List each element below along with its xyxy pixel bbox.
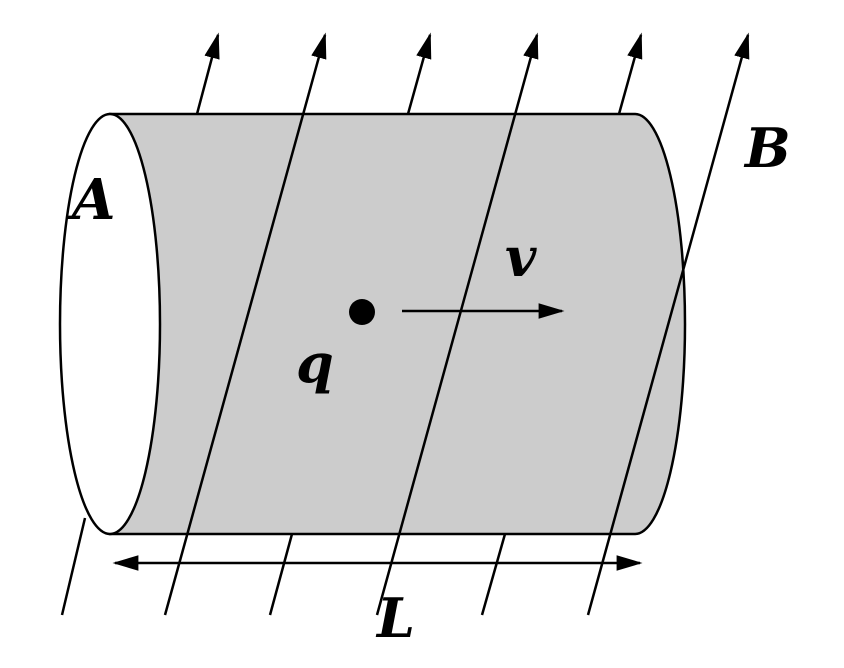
field-line-segment — [195, 32, 220, 115]
field-line-segment — [268, 533, 294, 616]
charge-label: q — [296, 331, 334, 395]
field-lines-through — [163, 32, 750, 616]
cylinder-end-cap — [58, 112, 162, 536]
area-label: A — [67, 167, 115, 233]
charge-dot — [349, 299, 375, 325]
velocity-label: v — [505, 225, 537, 289]
length-label: L — [375, 586, 415, 650]
field-line-segment — [617, 32, 643, 115]
cylinder-body — [108, 112, 687, 536]
field-line-through — [163, 32, 327, 616]
field-line-segment — [406, 32, 432, 115]
field-line-through — [375, 32, 539, 616]
field-line-through — [586, 32, 750, 616]
field-lines-behind — [60, 32, 643, 616]
field-line-segment — [480, 533, 507, 616]
field-line-segment — [60, 517, 87, 616]
field-label: B — [743, 116, 791, 180]
